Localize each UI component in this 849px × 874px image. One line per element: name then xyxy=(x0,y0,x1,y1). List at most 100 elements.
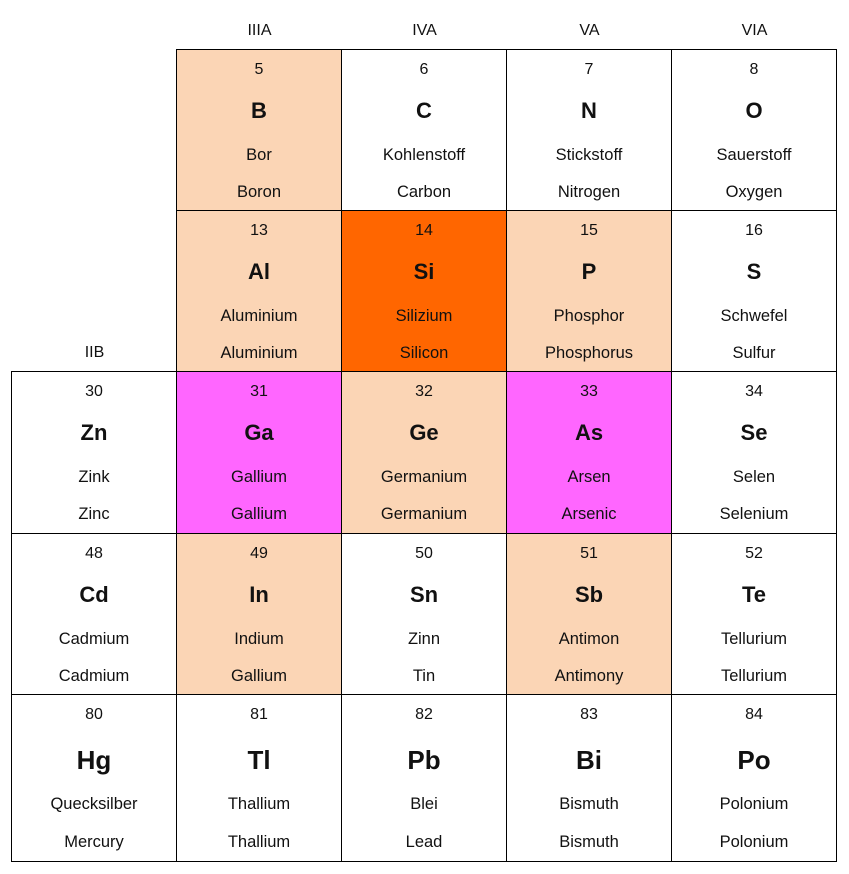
element-symbol: S xyxy=(746,259,762,284)
atomic-number: 15 xyxy=(580,222,598,239)
element-symbol: Te xyxy=(741,582,767,607)
element-symbol: Po xyxy=(737,745,771,775)
element-symbol: Ge xyxy=(409,420,439,445)
atomic-number: 80 xyxy=(85,706,103,723)
element-name-german: Selen xyxy=(732,468,776,486)
element-symbol: N xyxy=(581,98,597,123)
atomic-number: 83 xyxy=(580,706,598,723)
atomic-number: 52 xyxy=(745,545,763,562)
element-name-english: Tellurium xyxy=(720,667,788,685)
element-symbol: Bi xyxy=(576,745,602,775)
element-symbol: Se xyxy=(740,420,768,445)
element-name-german: Phosphor xyxy=(553,307,625,325)
element-name-english: Carbon xyxy=(396,183,452,201)
group-header-iiia: IIIA xyxy=(247,22,272,39)
element-name-english: Mercury xyxy=(64,833,124,851)
element-name-english: Boron xyxy=(236,183,282,201)
atomic-number: 8 xyxy=(749,61,759,78)
element-name-german: Bismuth xyxy=(559,795,619,813)
atomic-number: 32 xyxy=(415,383,433,400)
element-symbol: As xyxy=(574,420,604,445)
atomic-number: 13 xyxy=(250,222,268,239)
element-symbol: P xyxy=(581,259,597,284)
element-name-english: Phosphorus xyxy=(544,344,634,362)
element-symbol: Ga xyxy=(244,420,274,445)
element-symbol: In xyxy=(249,582,269,607)
element-symbol: Si xyxy=(413,259,435,284)
element-name-german: Cadmium xyxy=(58,630,130,648)
element-name-german: Sauerstoff xyxy=(716,146,792,164)
element-name-german: Blei xyxy=(410,795,438,813)
element-name-german: Quecksilber xyxy=(50,795,138,813)
element-name-english: Tin xyxy=(412,667,436,685)
group-header-iva: IVA xyxy=(412,22,437,39)
element-symbol: Zn xyxy=(80,420,108,445)
element-name-german: Indium xyxy=(234,630,284,648)
element-name-english: Aluminium xyxy=(220,344,298,362)
element-name-german: Aluminium xyxy=(220,307,298,325)
element-name-english: Selenium xyxy=(719,505,789,523)
element-name-german: Kohlenstoff xyxy=(382,146,466,164)
group-header-va: VA xyxy=(579,22,600,39)
atomic-number: 34 xyxy=(745,383,763,400)
element-name-german: Bor xyxy=(246,146,272,164)
atomic-number: 5 xyxy=(254,61,264,78)
element-symbol: O xyxy=(745,98,763,123)
element-symbol: Sn xyxy=(409,582,439,607)
element-name-german: Silizium xyxy=(395,307,453,325)
element-name-german: Zinn xyxy=(407,630,441,648)
element-name-english: Lead xyxy=(405,833,443,851)
element-name-english: Sulfur xyxy=(732,344,776,362)
atomic-number: 82 xyxy=(415,706,433,723)
group-header-via: VIA xyxy=(741,22,768,39)
element-name-english: Zinc xyxy=(78,505,110,523)
atomic-number: 6 xyxy=(419,61,429,78)
element-name-english: Polonium xyxy=(719,833,789,851)
atomic-number: 84 xyxy=(745,706,763,723)
element-symbol: Hg xyxy=(76,745,112,775)
element-name-german: Germanium xyxy=(380,468,468,486)
atomic-number: 51 xyxy=(580,545,598,562)
atomic-number: 49 xyxy=(250,545,268,562)
element-name-german: Stickstoff xyxy=(555,146,623,164)
atomic-number: 30 xyxy=(85,383,103,400)
element-name-english: Silicon xyxy=(399,344,449,362)
element-name-english: Antimony xyxy=(554,667,624,685)
element-name-english: Bismuth xyxy=(559,833,619,851)
element-name-german: Schwefel xyxy=(720,307,788,325)
atomic-number: 48 xyxy=(85,545,103,562)
group-header-iib: IIB xyxy=(84,344,105,361)
element-name-german: Gallium xyxy=(231,468,287,486)
atomic-number: 7 xyxy=(584,61,594,78)
element-symbol: C xyxy=(416,98,432,123)
atomic-number: 33 xyxy=(580,383,598,400)
element-symbol: Al xyxy=(248,259,270,284)
atomic-number: 81 xyxy=(250,706,268,723)
element-name-english: Thallium xyxy=(227,833,291,851)
element-symbol: B xyxy=(251,98,267,123)
element-name-english: Nitrogen xyxy=(557,183,621,201)
element-name-english: Arsenic xyxy=(561,505,617,523)
atomic-number: 50 xyxy=(415,545,433,562)
element-name-german: Antimon xyxy=(558,630,620,648)
element-name-german: Arsen xyxy=(567,468,611,486)
element-symbol: Tl xyxy=(247,745,271,775)
